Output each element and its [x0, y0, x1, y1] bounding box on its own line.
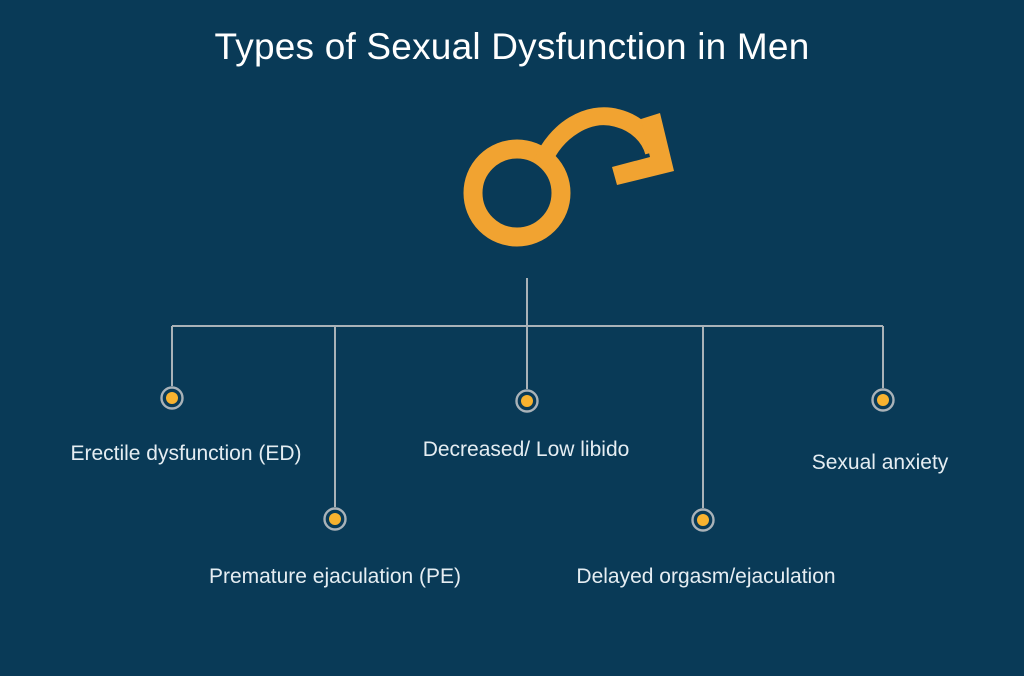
- page-title: Types of Sexual Dysfunction in Men: [214, 26, 810, 67]
- branch-node-premature-ejaculation: [323, 507, 347, 531]
- branch-node-low-libido: [515, 389, 539, 413]
- branch-label-premature-ejaculation: Premature ejaculation (PE): [208, 565, 462, 588]
- branch-label-erectile-dysfunction: Erectile dysfunction (ED): [70, 442, 302, 465]
- branch-node-sexual-anxiety: [871, 388, 895, 412]
- branch-label-delayed-orgasm: Delayed orgasm/ejaculation: [576, 565, 836, 588]
- branch-label-sexual-anxiety: Sexual anxiety: [811, 451, 949, 474]
- branch-node-delayed-orgasm: [691, 508, 715, 532]
- branch-label-low-libido: Decreased/ Low libido: [422, 438, 630, 461]
- connector-lines: [171, 278, 884, 508]
- male-symbol-curved-arrow-icon: [463, 107, 674, 247]
- branch-node-erectile-dysfunction: [160, 386, 184, 410]
